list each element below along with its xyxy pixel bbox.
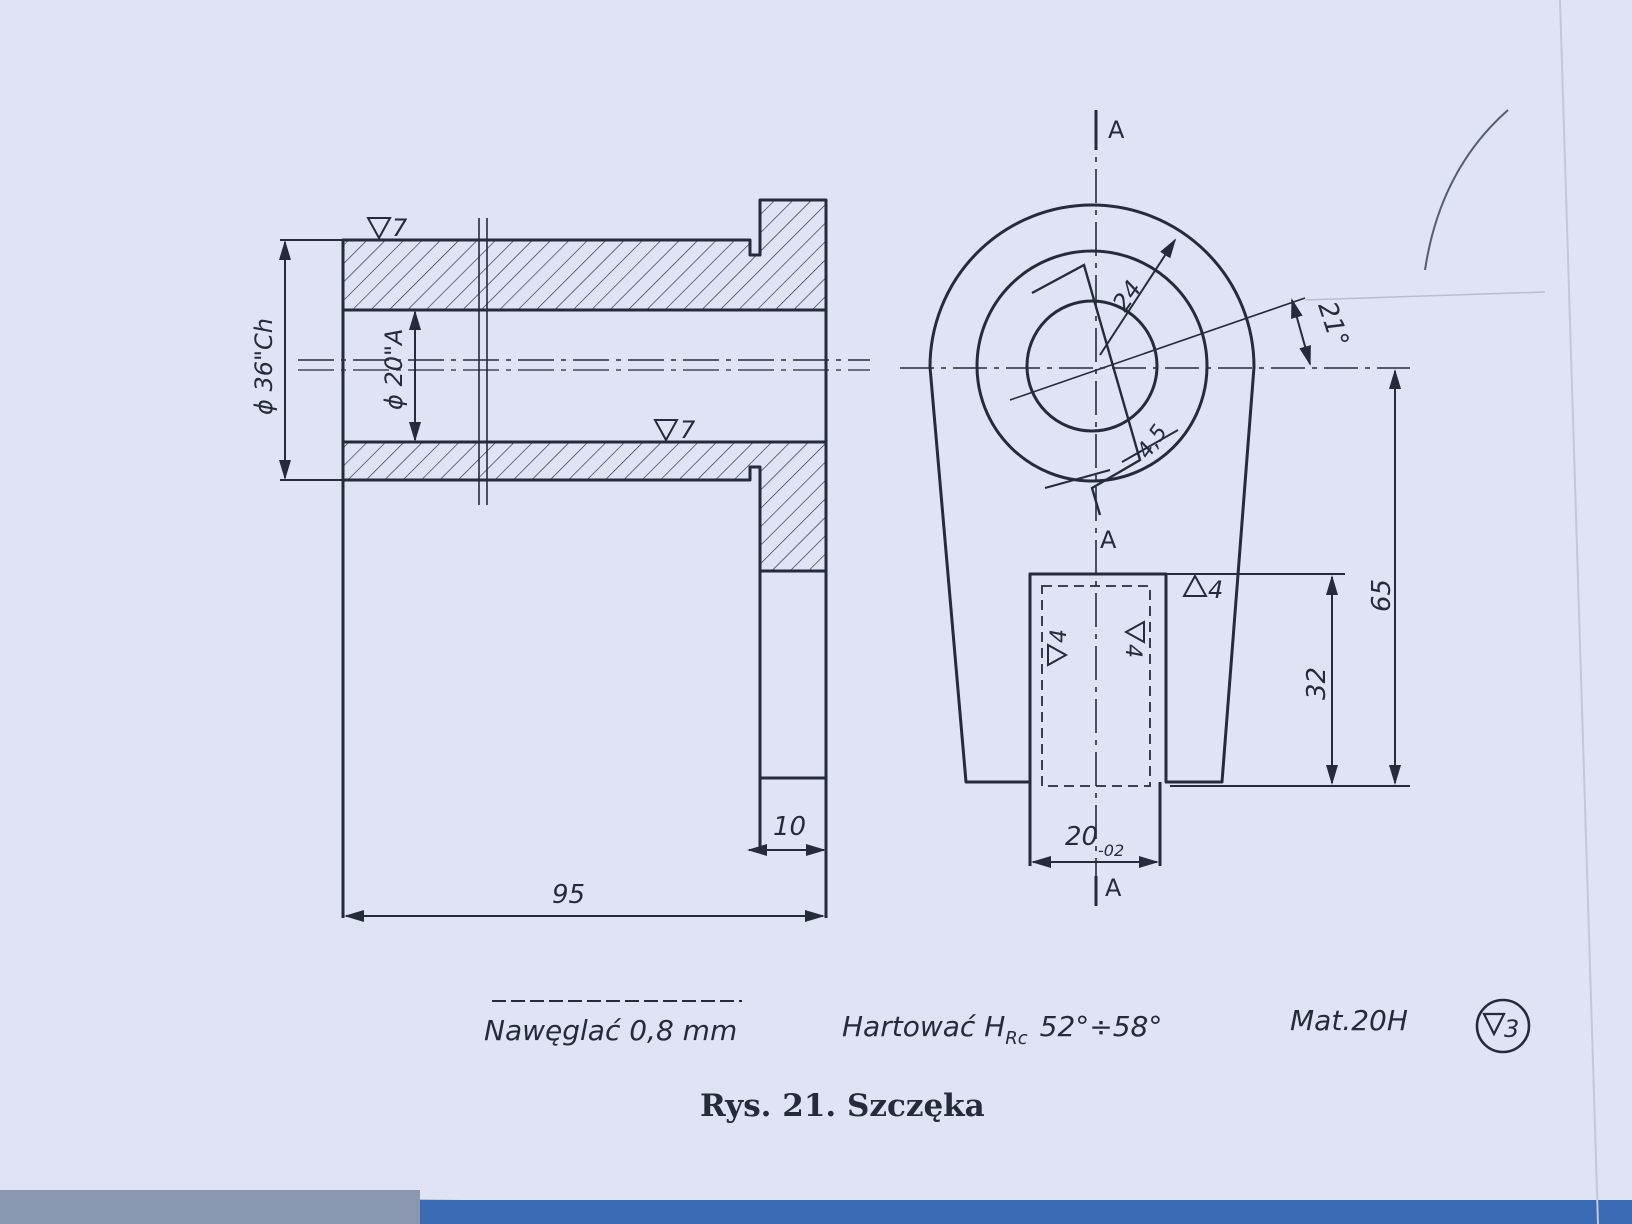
section-label-top: A xyxy=(1108,116,1125,144)
finish-mark-slot-top: 4 xyxy=(1182,573,1223,604)
eye-outline xyxy=(928,203,1256,784)
dim-offset-line xyxy=(1121,429,1179,463)
total-height-label: 65 xyxy=(1367,579,1397,612)
side-section-view xyxy=(341,198,828,918)
note-harden: Hartować HRc 52°÷58° xyxy=(842,1010,1162,1049)
end-view xyxy=(928,203,1256,866)
finish-mark-slot-right-value: 4 xyxy=(1120,644,1145,658)
finish-mark-bore: 7 xyxy=(653,416,696,444)
dim-eye-diameter-line xyxy=(1099,238,1177,356)
general-finish-value: 3 xyxy=(1504,1015,1519,1043)
finish-mark-outer: 7 xyxy=(366,214,408,242)
finish-mark-slot-right: 4 xyxy=(1120,620,1145,658)
general-finish-symbol: 3 xyxy=(1475,998,1531,1054)
outer-diameter-label: ϕ 36"Ch xyxy=(250,318,278,415)
inclined-centerline xyxy=(1009,297,1306,401)
dim-slot-depth xyxy=(1160,573,1345,785)
section-label-bottom: A xyxy=(1105,874,1122,902)
flange-width-label: 10 xyxy=(773,812,806,842)
slot-tolerance-label: -02 xyxy=(1098,841,1124,860)
finish-mark-slot-top-value: 4 xyxy=(1208,576,1223,604)
slot-depth-label: 32 xyxy=(1302,667,1332,700)
bush-outer-circle xyxy=(975,249,1209,483)
offset-section-path xyxy=(1031,263,1142,516)
slot-width-label: 20 xyxy=(1065,822,1098,852)
faint-line xyxy=(1304,291,1546,301)
figure-caption: Rys. 21. Szczęka xyxy=(700,1088,985,1124)
finish-mark-outer-value: 7 xyxy=(392,214,408,242)
offset-section-leader xyxy=(1044,469,1111,489)
finish-mark-slot-left: 4 xyxy=(1047,629,1072,667)
note-harden-text: Hartować H xyxy=(842,1010,1005,1043)
note-harden-subscript: Rc xyxy=(1005,1028,1028,1049)
pencil-mark xyxy=(1424,109,1509,271)
note-harden-range: 52°÷58° xyxy=(1040,1010,1163,1043)
section-label-middle: A xyxy=(1100,526,1117,554)
finish-mark-bore-value: 7 xyxy=(680,416,696,444)
bore-circle xyxy=(1025,299,1159,433)
length-label: 95 xyxy=(552,880,585,910)
dim-outer-diameter xyxy=(279,239,343,481)
note-material: Mat.20H xyxy=(1290,1004,1408,1037)
bottom-edge-shadow xyxy=(380,1200,1632,1224)
bore-diameter-label: ϕ 20"A xyxy=(380,329,408,410)
hatched-upper-wall xyxy=(341,198,828,312)
finish-mark-slot-left-value: 4 xyxy=(1047,629,1072,643)
note-carburize: Nawęglać 0,8 mm xyxy=(484,1014,737,1047)
page-crease-right xyxy=(1559,0,1599,1224)
dim-angle-line xyxy=(1291,298,1311,366)
bottom-edge-shadow-2 xyxy=(0,1190,420,1224)
dim-total-height xyxy=(1170,369,1410,787)
